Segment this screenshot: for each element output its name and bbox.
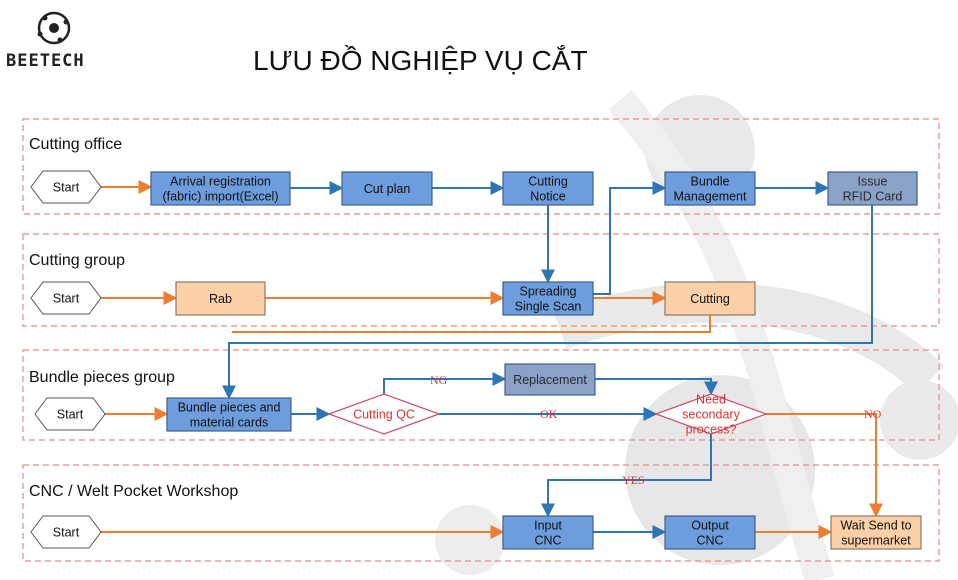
node-label-inputcnc: CNC — [534, 534, 561, 548]
node-shape-issue — [827, 171, 918, 206]
node-label-arrival: (fabric) import(Excel) — [163, 190, 279, 204]
node-label-bundlemgmt: Bundle — [691, 175, 730, 189]
node-label-secondary: process? — [686, 423, 737, 437]
node-shape-start3 — [34, 397, 106, 431]
edge-label-ok: OK — [540, 407, 558, 421]
edge-8 — [593, 181, 667, 295]
node-label-cutplan: Cut plan — [364, 182, 411, 196]
node-cutplan: Cut plan — [341, 171, 433, 206]
node-label-issue: RFID Card — [843, 190, 903, 204]
node-start1: Start — [30, 170, 102, 204]
node-label-replacement: Replacement — [513, 373, 587, 387]
node-shape-wait — [830, 515, 922, 550]
lane-office — [22, 118, 940, 215]
node-shape-replacement — [504, 363, 596, 396]
node-label-start3: Start — [57, 408, 84, 422]
node-label-start2: Start — [53, 292, 80, 306]
flow-nodes: Start Arrival registration(fabric) import… — [30, 170, 922, 550]
logo-text: BEETECH — [6, 51, 85, 71]
node-label-spreading: Spreading — [520, 285, 577, 299]
node-shape-bundlemgmt — [664, 171, 756, 206]
node-label-wait: supermarket — [841, 534, 911, 548]
node-label-wait: Wait Send to — [840, 519, 911, 533]
node-shape-notice — [502, 171, 594, 206]
flow-edges — [101, 180, 883, 539]
node-label-secondary: Need — [696, 393, 726, 407]
node-label-outputcnc: Output — [691, 519, 729, 533]
node-start3: Start — [34, 397, 106, 431]
node-arrival: Arrival registration(fabric) import(Exce… — [150, 171, 291, 206]
node-shape-start1 — [30, 170, 102, 204]
edge-9 — [222, 205, 873, 400]
edge-14 — [383, 372, 507, 394]
edge-label-yes: YES — [622, 473, 645, 487]
node-shape-spreading — [502, 281, 594, 316]
node-label-inputcnc: Input — [534, 519, 562, 533]
edge-label-no: NO — [864, 407, 882, 421]
node-label-notice: Notice — [530, 190, 565, 204]
lane-label-bundle: Bundle pieces group — [29, 369, 175, 386]
node-shape-start2 — [30, 281, 102, 315]
node-shape-cutplan — [341, 171, 433, 206]
node-cutting: Cutting — [664, 281, 756, 316]
node-label-outputcnc: CNC — [696, 534, 723, 548]
page-title: LƯU ĐỒ NGHIỆP VỤ CẮT — [253, 45, 588, 76]
edge-17 — [541, 434, 712, 518]
lane-label-group: Cutting group — [29, 252, 125, 269]
node-label-spreading: Single Scan — [515, 300, 582, 314]
node-label-qc: Cutting QC — [353, 408, 415, 422]
node-label-rab: Rab — [209, 292, 232, 306]
background-watermark — [435, 90, 958, 580]
lane-cnc — [22, 464, 940, 562]
node-label-issue: Issue — [858, 175, 888, 189]
lane-label-office: Cutting office — [29, 136, 122, 153]
edge-16 — [766, 413, 883, 518]
node-start4: Start — [30, 515, 102, 549]
node-replacement: Replacement — [504, 363, 596, 396]
lane-bundle — [22, 349, 940, 441]
lane-label-cnc: CNC / Welt Pocket Workshop — [29, 483, 238, 500]
edge-15 — [595, 378, 718, 396]
node-shape-cutting — [664, 281, 756, 316]
node-label-bundlecards: material cards — [190, 416, 269, 430]
node-shape-bundlecards — [166, 397, 292, 432]
node-label-bundlecards: Bundle pieces and — [178, 401, 281, 415]
lane-group — [22, 233, 940, 327]
node-rab: Rab — [175, 281, 266, 316]
node-start2: Start — [30, 281, 102, 315]
node-shape-inputcnc — [502, 515, 594, 550]
node-shape-qc — [327, 393, 441, 435]
node-label-bundlemgmt: Management — [674, 190, 747, 204]
node-qc: Cutting QC — [327, 393, 441, 435]
node-label-cutting: Cutting — [690, 292, 730, 306]
node-label-arrival: Arrival registration — [170, 175, 271, 189]
node-label-start4: Start — [53, 526, 80, 540]
node-label-start1: Start — [53, 181, 80, 195]
node-shape-rab — [175, 281, 266, 316]
node-shape-outputcnc — [664, 515, 756, 550]
node-label-secondary: secondary — [682, 408, 740, 422]
edge-10 — [232, 315, 711, 333]
edge-labels: NG OK NO YES — [430, 373, 882, 487]
edge-label-ng: NG — [430, 373, 448, 387]
logo: BEETECH — [6, 11, 85, 71]
node-label-notice: Cutting — [528, 175, 568, 189]
node-shape-arrival — [150, 171, 291, 206]
node-shape-secondary — [654, 393, 768, 435]
node-shape-start4 — [30, 515, 102, 549]
